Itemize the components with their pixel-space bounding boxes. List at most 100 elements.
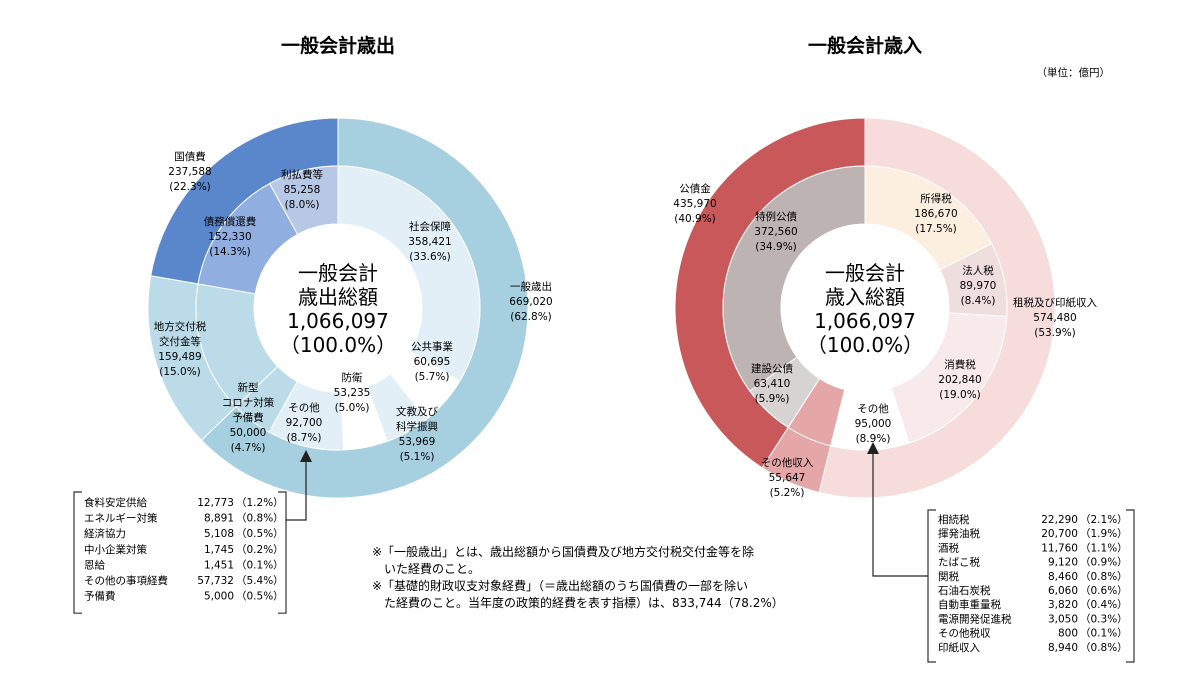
expenditure-breakdown-value-4: 1,451 xyxy=(204,559,234,571)
revenue-label-1-line-1: 55,647 xyxy=(769,472,806,484)
revenue-breakdown-arrow-head xyxy=(867,442,879,454)
expenditure-label-0-line-2: (62.8%) xyxy=(510,311,552,323)
expenditure-breakdown-pct-5: （5.4%） xyxy=(236,575,284,587)
expenditure-label-3-line-1: 358,421 xyxy=(408,236,451,248)
expenditure-label-8-line-2: 予備費 xyxy=(232,411,264,424)
revenue-label-8-line-0: 特例公債 xyxy=(755,210,797,223)
expenditure-label-3: 社会保障 358,421 (33.6%) xyxy=(408,220,451,263)
revenue-label-8-line-2: (34.9%) xyxy=(755,241,797,253)
revenue-breakdown-arrow-line xyxy=(872,450,928,577)
expenditure-label-1-line-2: 159,489 xyxy=(158,351,201,363)
expenditure-breakdown-value-3: 1,745 xyxy=(204,544,234,556)
revenue-label-2-line-0: 公債金 xyxy=(679,182,711,195)
revenue-breakdown-name-2: 酒税 xyxy=(938,541,959,554)
expenditure-breakdown-name-4: 恩給 xyxy=(84,558,105,571)
expenditure-label-5-line-3: (5.1%) xyxy=(400,451,435,463)
expenditure-label-9-line-0: 債務償還費 xyxy=(204,215,257,228)
expenditure-label-10-line-0: 利払費等 xyxy=(281,168,323,181)
expenditure-breakdown-name-6: 予備費 xyxy=(84,590,116,603)
revenue-breakdown-name-0: 相続税 xyxy=(938,513,970,526)
expenditure-breakdown-pct-6: （0.5%） xyxy=(236,591,284,603)
revenue-breakdown-name-8: その他税収 xyxy=(938,627,991,640)
expenditure-label-1: 地方交付税交付金等 159,489 (15.0%) xyxy=(154,320,207,378)
expenditure-label-5-line-0: 文教及び xyxy=(396,405,438,418)
revenue-breakdown-value-1: 20,700 xyxy=(1041,528,1078,540)
revenue-label-0-line-1: 574,480 xyxy=(1033,312,1076,324)
revenue-label-5-line-0: 消費税 xyxy=(944,358,976,371)
expenditure-breakdown-value-6: 5,000 xyxy=(204,591,234,603)
revenue-label-4-line-0: 法人税 xyxy=(962,264,994,277)
expenditure-label-4-line-1: 60,695 xyxy=(414,356,451,368)
expenditure-label-8-line-0: 新型 xyxy=(238,381,259,394)
expenditure-breakdown-value-0: 12,773 xyxy=(197,497,234,509)
revenue-breakdown-pct-7: （0.3%） xyxy=(1080,613,1128,625)
expenditure-label-8-line-4: (4.7%) xyxy=(231,442,266,454)
expenditure-label-1-line-3: (15.0%) xyxy=(159,366,201,378)
revenue-label-0-line-2: (53.9%) xyxy=(1034,327,1076,339)
revenue-label-3-line-2: (17.5%) xyxy=(915,223,957,235)
expenditure-breakdown-name-1: エネルギー対策 xyxy=(84,512,158,525)
revenue-breakdown-bracket-right xyxy=(1126,509,1135,663)
revenue-breakdown-value-4: 8,460 xyxy=(1048,571,1078,583)
revenue-label-1-line-2: (5.2%) xyxy=(770,487,805,499)
footnote-1: いた経費のこと。 xyxy=(372,561,480,576)
revenue-breakdown-value-7: 3,050 xyxy=(1048,613,1078,625)
revenue-breakdown-pct-5: （0.6%） xyxy=(1080,585,1128,597)
revenue-label-2-line-2: (40.9%) xyxy=(674,213,716,225)
expenditure-label-6-line-1: 53,235 xyxy=(334,387,371,399)
expenditure-breakdown-name-3: 中小企業対策 xyxy=(84,543,147,556)
expenditure-breakdown-value-1: 8,891 xyxy=(204,513,234,525)
revenue-label-2-line-1: 435,970 xyxy=(673,198,716,210)
expenditure-label-1-line-0: 地方交付税 xyxy=(154,320,207,333)
revenue-breakdown-pct-6: （0.4%） xyxy=(1080,599,1128,611)
expenditure-label-10-line-1: 85,258 xyxy=(284,184,321,196)
revenue-label-2: 公債金 435,970 (40.9%) xyxy=(673,182,716,225)
revenue-breakdown-pct-9: （0.8%） xyxy=(1080,642,1128,654)
expenditure-center-line-2: 1,066,097 xyxy=(287,309,389,333)
revenue-breakdown-value-5: 6,060 xyxy=(1048,585,1078,597)
expenditure-breakdown-pct-4: （0.1%） xyxy=(236,559,284,571)
expenditure-label-9-line-2: (14.3%) xyxy=(209,246,251,258)
expenditure-label-8-line-1: コロナ対策 xyxy=(222,396,275,409)
expenditure-breakdown-bracket-left xyxy=(73,491,82,614)
footnote-2: ※「基礎的財政収支対象経費」（＝歳出総額のうち国債費の一部を除い xyxy=(372,578,748,593)
footnote-3: た経費のこと。当年度の政策的経費を表す指標）は、833,744（78.2%） xyxy=(372,595,784,610)
expenditure-center-line-1: 歳出総額 xyxy=(298,285,378,309)
expenditure-label-7-line-1: 92,700 xyxy=(286,417,323,429)
expenditure-label-7-line-0: その他 xyxy=(288,401,320,414)
expenditure-breakdown-value-2: 5,108 xyxy=(204,528,234,540)
expenditure-breakdown-pct-2: （0.5%） xyxy=(236,528,284,540)
expenditure-label-5-line-2: 53,969 xyxy=(399,436,436,448)
expenditure-breakdown-name-0: 食料安定供給 xyxy=(84,496,147,509)
expenditure-label-0-line-0: 一般歳出 xyxy=(510,280,552,293)
expenditure-label-4-line-0: 公共事業 xyxy=(411,340,453,353)
revenue-breakdown-value-9: 8,940 xyxy=(1048,642,1078,654)
expenditure-label-3-line-0: 社会保障 xyxy=(409,220,451,233)
expenditure-label-1-line-1: 交付金等 xyxy=(159,335,201,348)
expenditure-breakdown-pct-0: （1.2%） xyxy=(236,497,284,509)
revenue-breakdown-pct-1: （1.9%） xyxy=(1080,528,1128,540)
revenue-label-5-line-1: 202,840 xyxy=(938,374,981,386)
expenditure-center-hole xyxy=(254,224,422,392)
revenue-breakdown-value-8: 800 xyxy=(1058,628,1078,640)
expenditure-label-3-line-2: (33.6%) xyxy=(409,251,451,263)
revenue-breakdown-name-1: 揮発油税 xyxy=(938,527,980,540)
revenue-label-6-line-0: その他 xyxy=(857,402,889,415)
revenue-label-6-line-2: (8.9%) xyxy=(856,433,891,445)
expenditure-breakdown-name-5: その他の事項経費 xyxy=(84,574,168,587)
revenue-breakdown-value-6: 3,820 xyxy=(1048,599,1078,611)
revenue-breakdown-pct-2: （1.1%） xyxy=(1080,542,1128,554)
revenue-label-7-line-0: 建設公債 xyxy=(751,362,793,375)
revenue-label-7-line-1: 63,410 xyxy=(754,378,791,390)
revenue-center-line-1: 歳入総額 xyxy=(825,285,905,309)
revenue-breakdown-pct-8: （0.1%） xyxy=(1080,628,1128,640)
